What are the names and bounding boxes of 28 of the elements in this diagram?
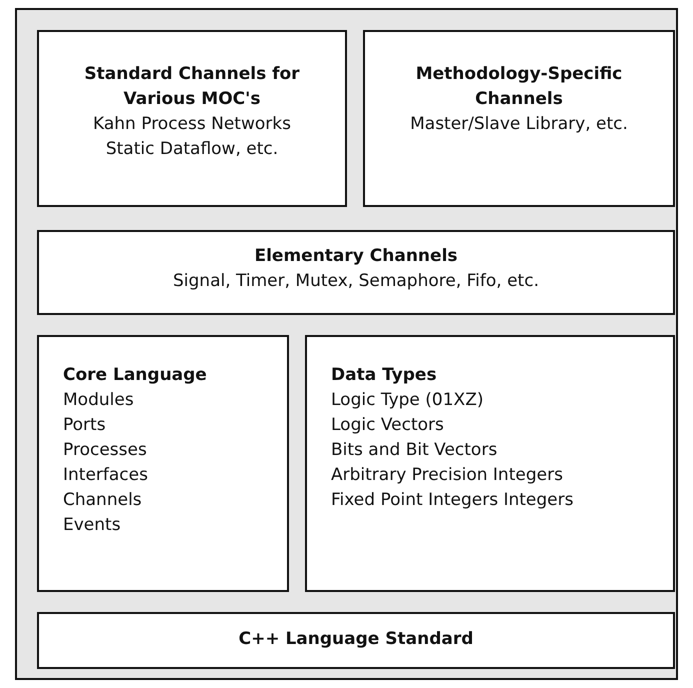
box-text: Interfaces — [63, 464, 148, 487]
box-text: Processes — [63, 439, 147, 462]
box-heading: Elementary Channels — [254, 245, 458, 268]
frame-background — [15, 8, 678, 680]
box-text: Master/Slave Library, etc. — [410, 113, 628, 136]
box-text: Logic Vectors — [331, 414, 444, 437]
layer-box — [37, 612, 675, 669]
box-text: Logic Type (01XZ) — [331, 389, 484, 412]
box-heading: Methodology-Specific Channels — [414, 63, 624, 111]
box-text: Signal, Timer, Mutex, Semaphore, Fifo, etc. — [173, 270, 539, 293]
box-text: Ports — [63, 414, 106, 437]
box-text: Modules — [63, 389, 134, 412]
box-text: Events — [63, 514, 121, 537]
box-text: Static Dataflow, etc. — [106, 138, 278, 161]
box-heading: Core Language — [63, 364, 207, 387]
layer-box — [37, 30, 347, 207]
box-text: Kahn Process Networks — [93, 113, 291, 136]
box-heading: C++ Language Standard — [238, 628, 474, 651]
box-heading: Standard Channels for Various MOC's — [83, 63, 301, 111]
box-heading: Data Types — [331, 364, 437, 387]
box-text: Channels — [63, 489, 142, 512]
layer-box — [37, 230, 675, 315]
layer-box — [305, 335, 675, 592]
layer-box — [37, 335, 289, 592]
box-text: Bits and Bit Vectors — [331, 439, 498, 462]
box-text: Fixed Point Integers Integers — [331, 489, 574, 512]
box-text: Arbitrary Precision Integers — [331, 464, 563, 487]
layer-box — [363, 30, 675, 207]
